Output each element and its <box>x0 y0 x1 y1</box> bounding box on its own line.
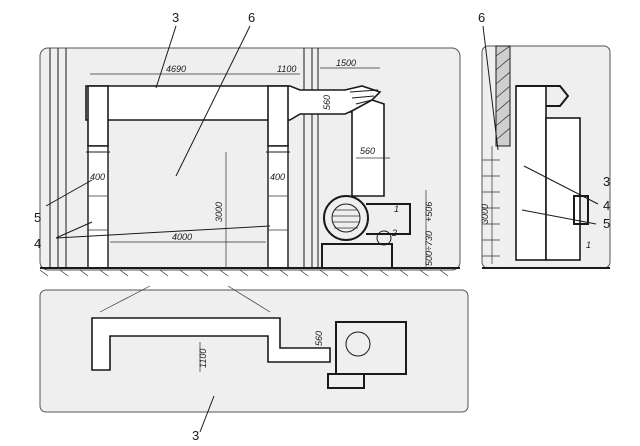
dimension-text: 500÷730 <box>424 231 434 266</box>
dimension-text: 3000 <box>214 202 224 222</box>
side-elbow <box>516 85 570 107</box>
plan-fan-housing <box>345 331 371 357</box>
dimension-text: +506 <box>424 202 434 222</box>
leader-3-top <box>155 25 177 89</box>
dimension-text: 1100 <box>277 64 296 74</box>
right-riser-duct <box>267 85 289 147</box>
dimension-text: 1500 <box>336 58 356 68</box>
ref-label: 3 <box>172 10 179 25</box>
dimension-text: 400 <box>270 172 285 182</box>
dimension-text: 560 <box>314 331 324 346</box>
left-riser-duct <box>87 85 109 147</box>
dimension-text: 3000 <box>480 204 490 224</box>
fan-unit <box>321 195 411 269</box>
overhead-duct <box>85 85 382 121</box>
wall-hatch-lines <box>495 45 511 141</box>
dimension-text: 560 <box>322 95 332 110</box>
plan-duct <box>91 317 331 371</box>
plan-leader-left <box>99 285 151 313</box>
column-right <box>267 145 289 269</box>
dimension-text: 1100 <box>198 349 208 368</box>
ref-label: 6 <box>248 10 255 25</box>
fan-housing <box>323 195 369 241</box>
plan-fan-unit <box>335 321 407 375</box>
dimension-text: 400 <box>90 172 105 182</box>
ref-label: 3 <box>192 428 199 443</box>
leader-4-right <box>523 165 599 205</box>
leader-5-left <box>45 179 93 207</box>
fan-outlet <box>366 203 411 235</box>
floor-hatch <box>39 269 449 277</box>
leader-6-right <box>482 25 499 151</box>
side-ticks <box>482 159 500 257</box>
plan-leader-right <box>227 285 271 313</box>
ref-label: 3 <box>603 174 610 189</box>
plan-outlet <box>327 373 365 389</box>
leader-5-right <box>521 209 597 225</box>
drop-duct <box>349 99 385 197</box>
leader-6-top <box>175 25 251 177</box>
leader-3-bottom <box>199 395 215 433</box>
ref-label: 5 <box>34 210 41 225</box>
side-view <box>481 45 611 269</box>
dimension-text: 4000 <box>172 232 192 242</box>
leader-4-left-a <box>55 221 93 239</box>
plan-view <box>39 285 469 413</box>
dimension-text: 4690 <box>166 64 186 74</box>
ref-label: 1 <box>586 240 591 250</box>
column-left <box>87 145 109 269</box>
ref-label: 4 <box>603 198 610 213</box>
ref-label: 5 <box>603 216 610 231</box>
side-wall-hatch <box>495 45 511 147</box>
ref-label: 6 <box>478 10 485 25</box>
leader-4-left-b <box>55 225 271 239</box>
ref-label: 2 <box>391 228 397 238</box>
side-outlet <box>573 195 589 225</box>
side-duct <box>545 117 581 261</box>
ref-label: 1 <box>394 204 399 214</box>
fan-grille <box>332 209 360 229</box>
side-column <box>515 85 547 261</box>
ref-label: 4 <box>34 236 41 251</box>
fan-impeller <box>331 203 361 233</box>
dimension-text: 560 <box>360 146 375 156</box>
elevation-view <box>39 47 461 277</box>
